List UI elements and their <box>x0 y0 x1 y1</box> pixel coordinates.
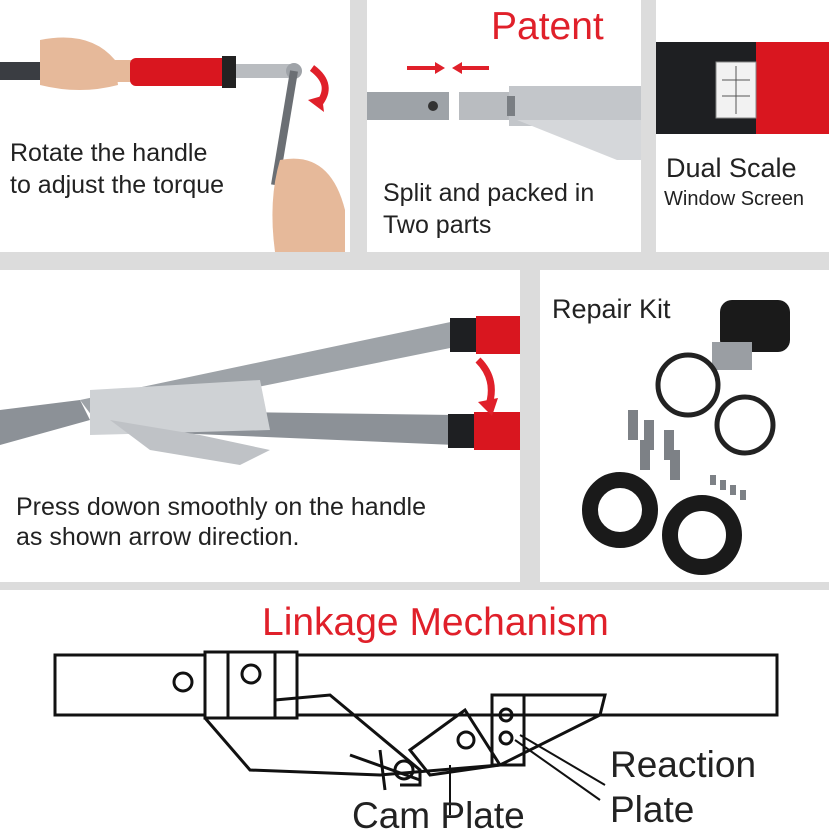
linkage-mechanism-panel: Linkage Mechanism Cam Plate Reaction Pla… <box>0 590 829 839</box>
repair-kit-panel: Repair Kit <box>540 270 829 582</box>
rotate-handle-illustration <box>0 37 345 252</box>
label-reaction-plate-line2: Plate <box>610 789 695 830</box>
dual-scale-illustration <box>656 42 829 134</box>
patent-title: Patent <box>491 5 604 48</box>
patent-caption-line2: Two parts <box>383 211 492 239</box>
dual-scale-title: Dual Scale <box>666 153 797 183</box>
press-caption-line2: as shown arrow direction. <box>16 523 300 551</box>
label-reaction-plate-line1: Reaction <box>610 744 757 785</box>
linkage-diagram <box>53 650 779 815</box>
linkage-title: Linkage Mechanism <box>262 601 609 644</box>
label-cam-plate: Cam Plate <box>352 795 525 836</box>
press-handle-illustration <box>0 316 520 465</box>
patent-caption-line1: Split and packed in <box>383 179 595 207</box>
push-arrow-icon <box>407 62 489 74</box>
press-handle-panel: Press dowon smoothly on the handle as sh… <box>0 270 520 582</box>
rotate-caption-line1: Rotate the handle <box>10 139 208 167</box>
press-caption-line1: Press dowon smoothly on the handle <box>16 493 426 521</box>
rotate-handle-panel: Rotate the handle to adjust the torque <box>0 0 350 252</box>
split-tube-illustration <box>367 62 641 160</box>
dual-scale-panel: Dual Scale Window Screen <box>656 0 829 252</box>
repair-kit-title: Repair Kit <box>552 294 671 324</box>
rotate-caption-line2: to adjust the torque <box>10 171 225 199</box>
dual-scale-subtitle: Window Screen <box>664 188 805 210</box>
patent-panel: Patent Split and packed in Two parts <box>367 0 641 252</box>
repair-kit-illustration <box>582 300 790 575</box>
